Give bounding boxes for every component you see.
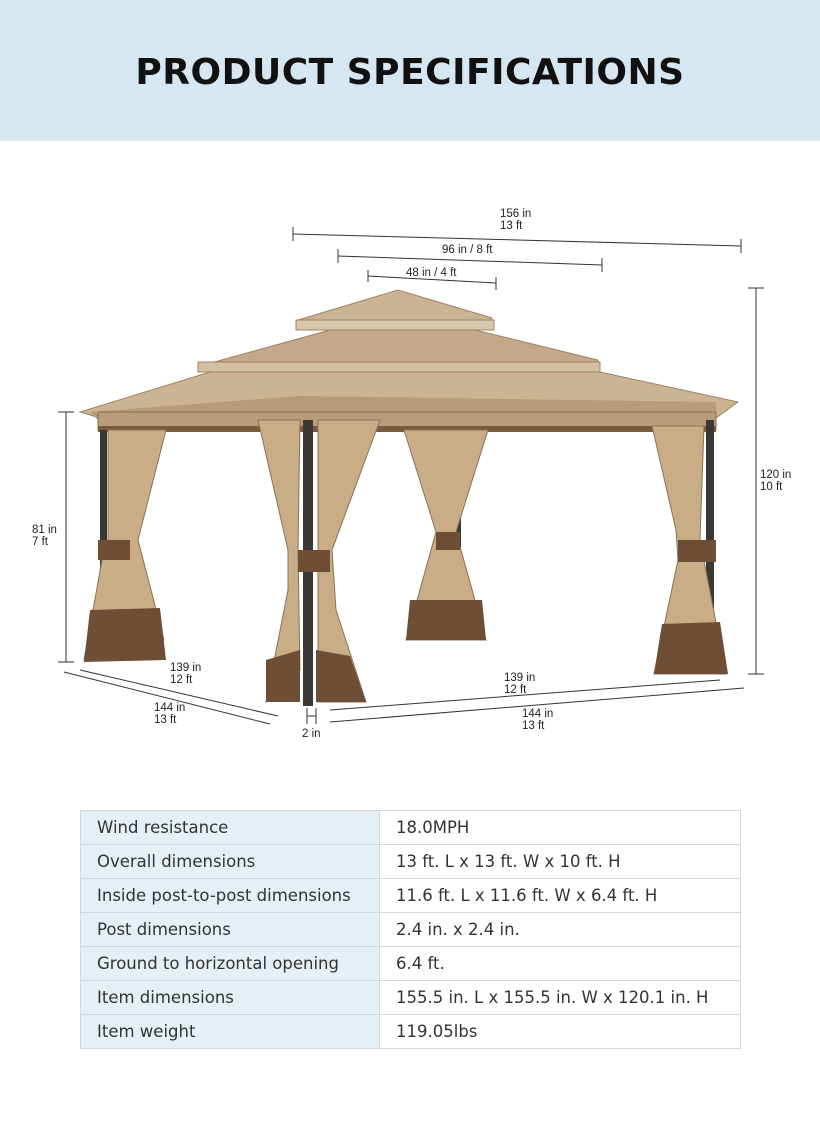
spec-label: Ground to horizontal opening: [80, 946, 380, 981]
spec-value: 6.4 ft.: [379, 946, 741, 981]
table-row: Overall dimensions 13 ft. L x 13 ft. W x…: [80, 844, 741, 879]
dim-mid-roof: 96 in / 8 ft: [442, 244, 493, 256]
header-banner: PRODUCT SPECIFICATIONS: [0, 0, 820, 141]
spec-label: Post dimensions: [80, 912, 380, 947]
gazebo-illustration: [58, 227, 764, 725]
curtains: [83, 419, 728, 704]
spec-value: 13 ft. L x 13 ft. W x 10 ft. H: [379, 844, 741, 879]
spec-value: 119.05lbs: [379, 1014, 741, 1049]
spec-table: Wind resistance 18.0MPH Overall dimensio…: [80, 810, 741, 1049]
table-row: Ground to horizontal opening 6.4 ft.: [80, 946, 741, 981]
spec-value: 2.4 in. x 2.4 in.: [379, 912, 741, 947]
dim-top-roof: 48 in / 4 ft: [406, 267, 457, 279]
table-row: Inside post-to-post dimensions 11.6 ft. …: [80, 878, 741, 913]
spec-label: Inside post-to-post dimensions: [80, 878, 380, 913]
spec-label: Item weight: [80, 1014, 380, 1049]
table-row: Item weight 119.05lbs: [80, 1014, 741, 1049]
page-title: PRODUCT SPECIFICATIONS: [135, 52, 685, 93]
spec-label: Overall dimensions: [80, 844, 380, 879]
table-row: Post dimensions 2.4 in. x 2.4 in.: [80, 912, 741, 947]
spec-value: 155.5 in. L x 155.5 in. W x 120.1 in. H: [379, 980, 741, 1015]
spec-value: 18.0MPH: [379, 810, 741, 845]
table-row: Item dimensions 155.5 in. L x 155.5 in. …: [80, 980, 741, 1015]
dim-post: 2 in: [302, 728, 321, 740]
dimension-lines: [58, 227, 764, 725]
table-row: Wind resistance 18.0MPH: [80, 810, 741, 845]
canopy-roof: [78, 289, 740, 432]
spec-value: 11.6 ft. L x 11.6 ft. W x 6.4 ft. H: [379, 878, 741, 913]
spec-label: Item dimensions: [80, 980, 380, 1015]
spec-label: Wind resistance: [80, 810, 380, 845]
